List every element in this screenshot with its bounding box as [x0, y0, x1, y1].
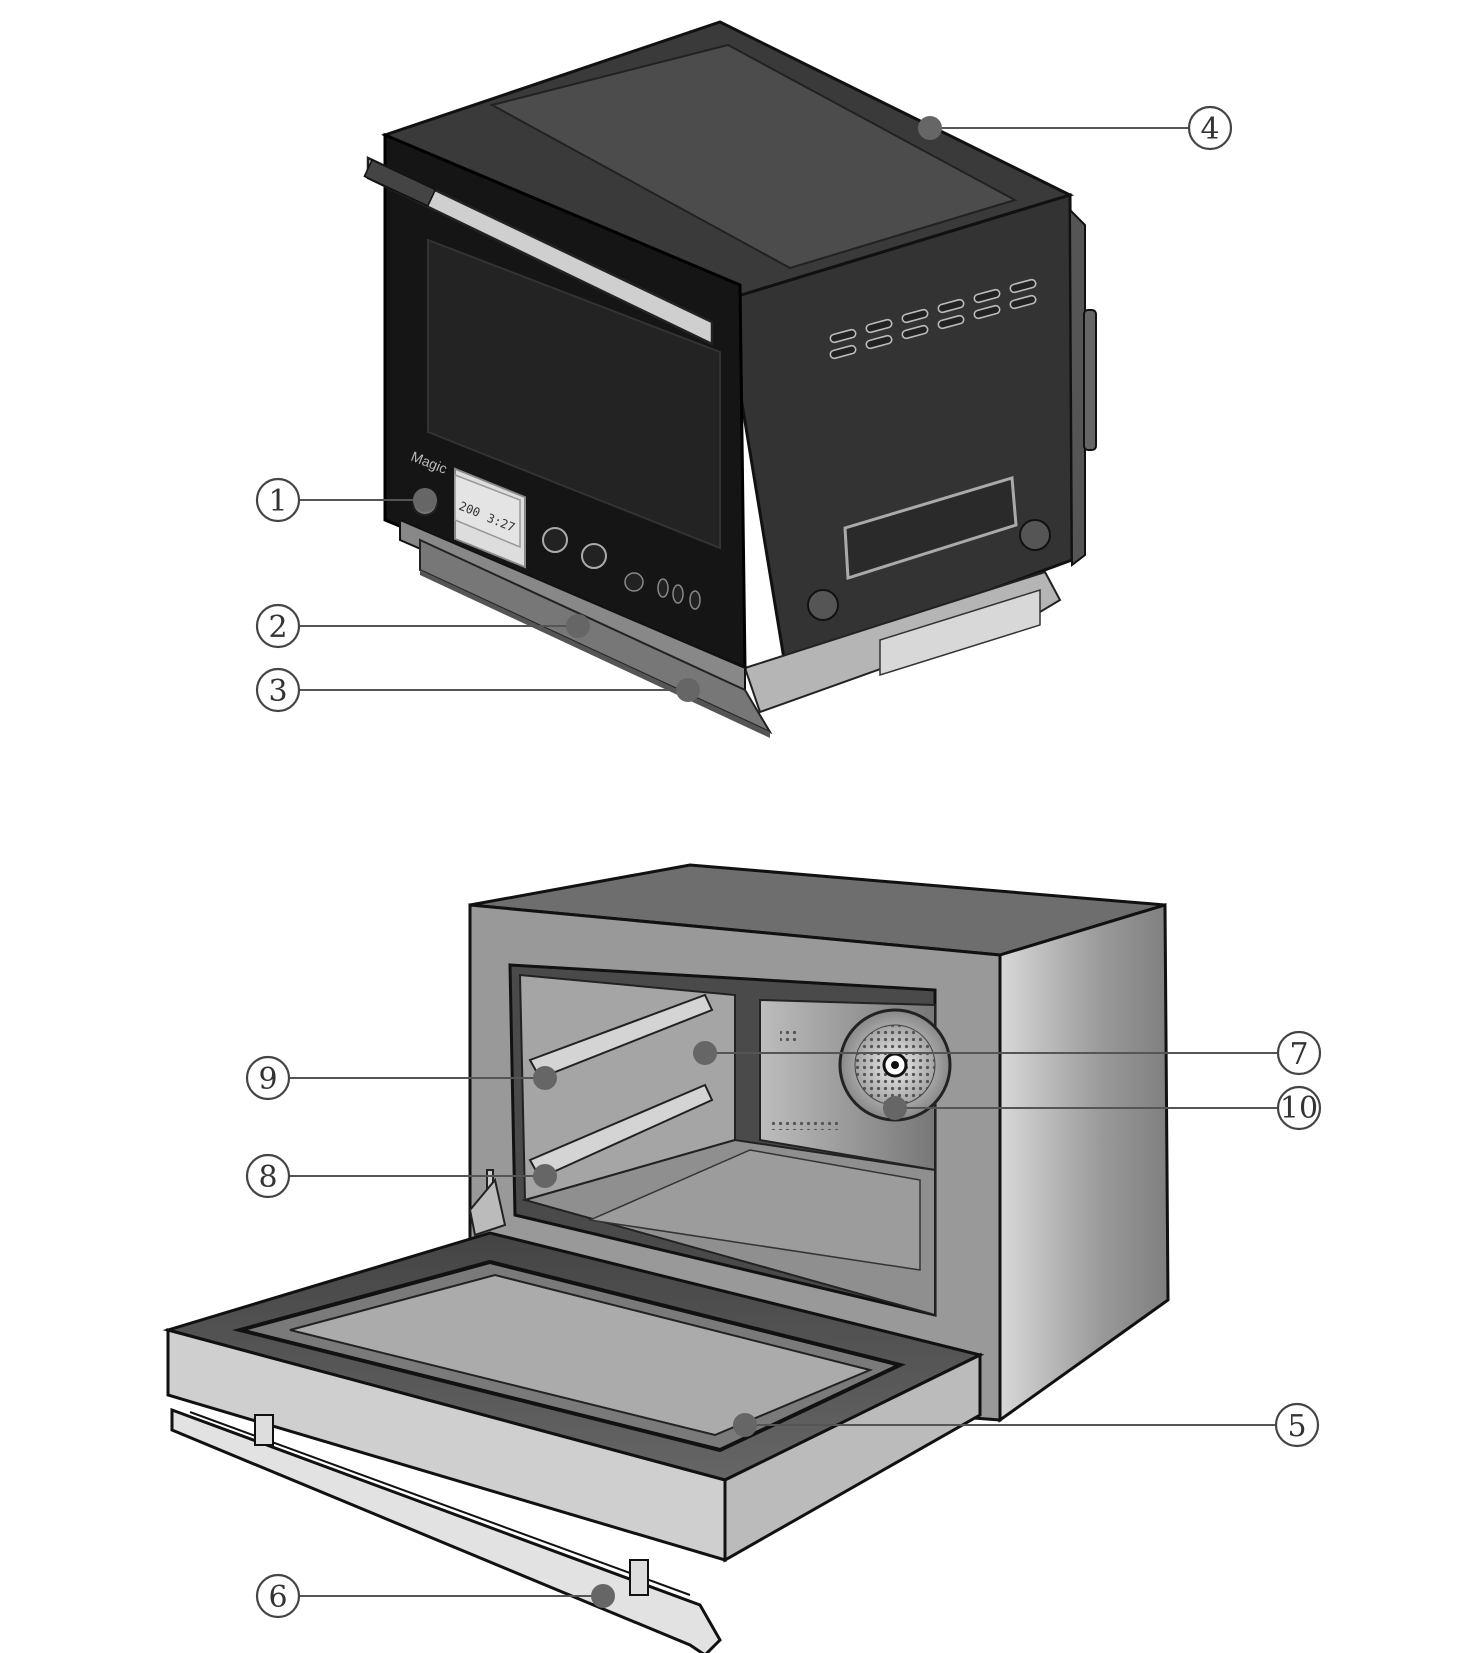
callout-2: 2 [255, 603, 590, 649]
oven-open-illustration [162, 863, 1170, 1653]
callout-5: 5 [733, 1402, 1320, 1448]
side-vents [829, 278, 1037, 360]
callout-6: 6 [255, 1573, 615, 1619]
lcd-display: 200 3:27 [454, 473, 521, 549]
callout-4-label: 4 [1200, 112, 1219, 147]
callout-8-label: 8 [258, 1160, 277, 1195]
callout-5-label: 5 [1287, 1409, 1306, 1444]
callout-7: 7 [693, 1030, 1322, 1076]
callout-6-label: 6 [268, 1580, 287, 1615]
oven-closed-illustration: Magic 200 3:27 [363, 20, 1097, 738]
callout-3: 3 [255, 667, 700, 713]
convection-fan [838, 1008, 952, 1122]
callout-9: 9 [245, 1055, 557, 1101]
callout-2-label: 2 [268, 610, 287, 645]
callout-8: 8 [245, 1153, 557, 1199]
callout-1-label: 1 [268, 484, 287, 519]
callout-4: 4 [918, 105, 1233, 151]
callout-3-label: 3 [268, 674, 287, 709]
callout-10-label: 10 [1280, 1091, 1318, 1126]
temperature-knob [542, 527, 568, 553]
callout-9-label: 9 [258, 1062, 277, 1097]
callout-10: 10 [883, 1085, 1322, 1131]
timer-knob [581, 543, 607, 569]
callout-7-label: 7 [1289, 1037, 1308, 1072]
callout-1: 1 [255, 477, 437, 523]
